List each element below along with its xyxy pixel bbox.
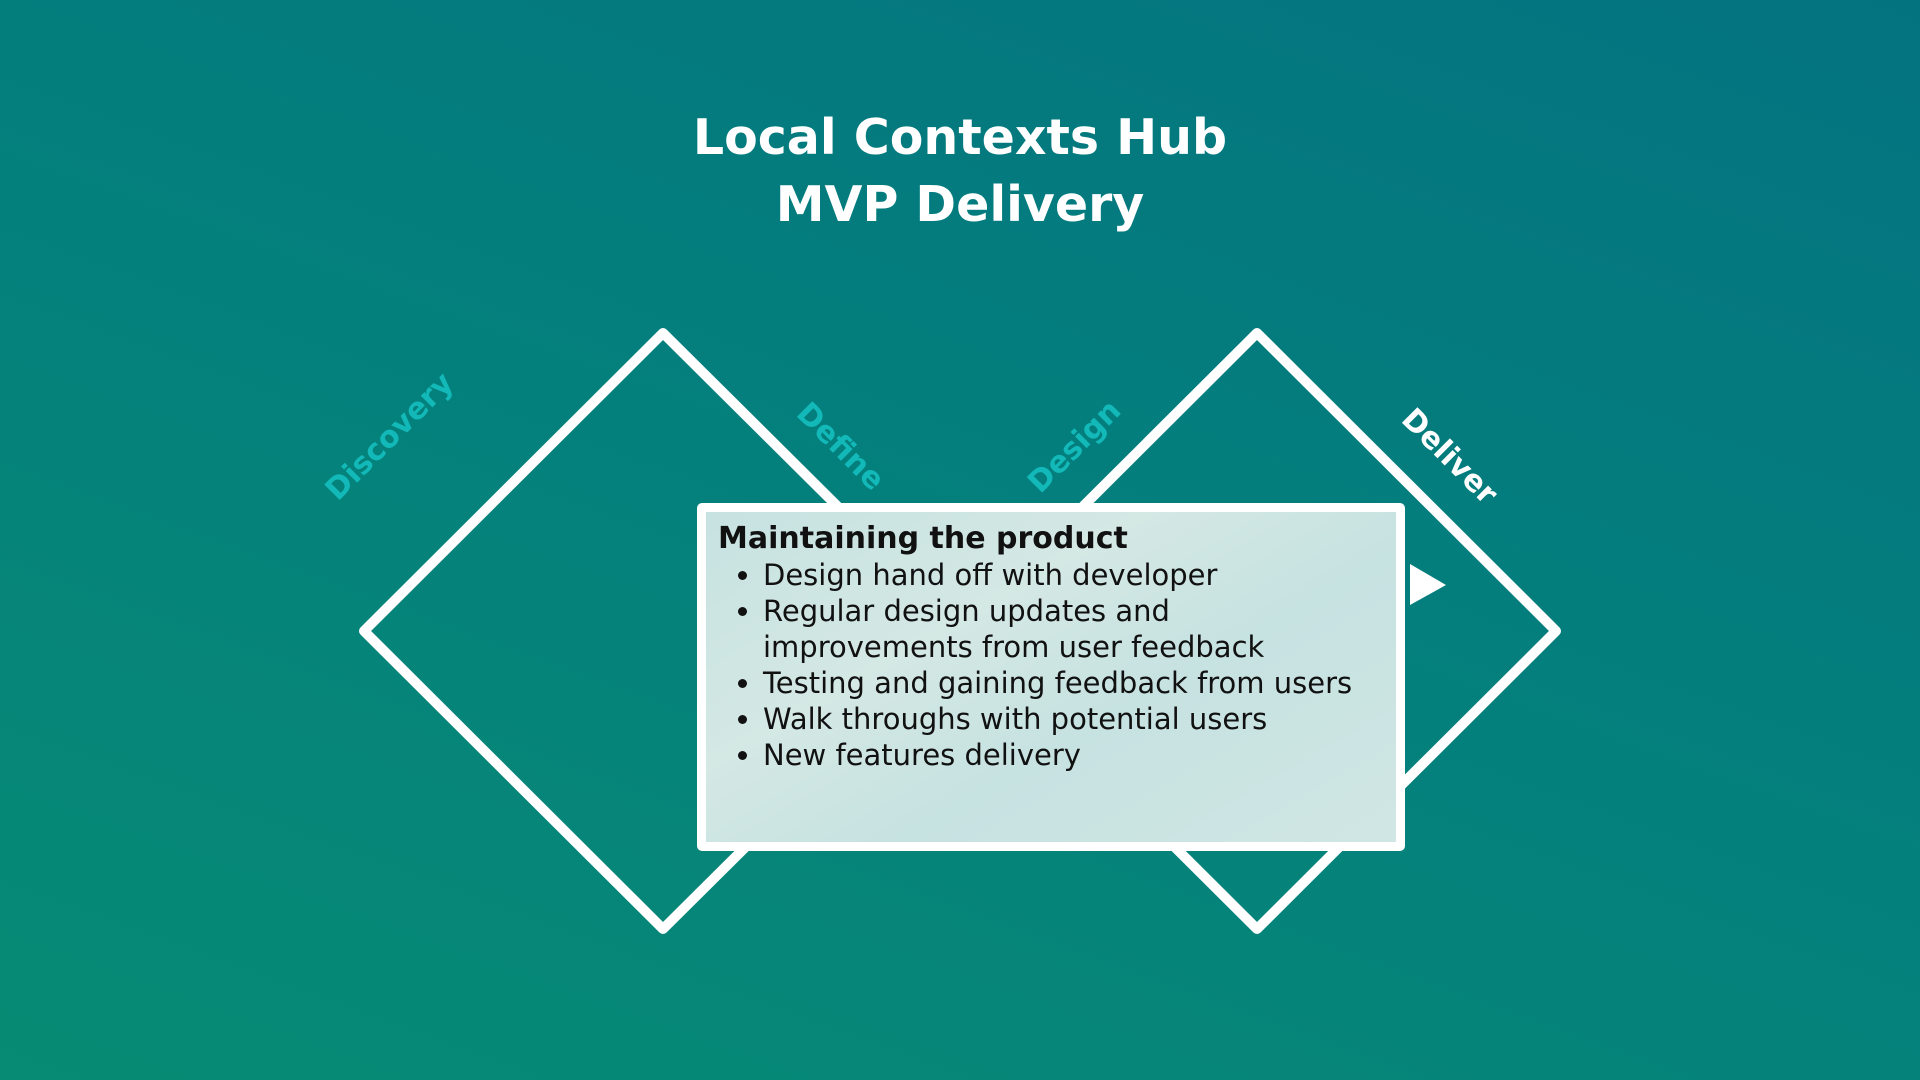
list-item: Design hand off with developer [763,557,1384,593]
list-item: New features delivery [763,737,1384,773]
list-item: Walk throughs with potential users [763,701,1384,737]
page-title: Local Contexts Hub [692,109,1228,166]
info-list: Design hand off with developer Regular d… [718,557,1384,773]
list-item: Regular design updates and improvements … [763,593,1384,665]
list-item: Testing and gaining feedback from users [763,665,1384,701]
info-box: Maintaining the product Design hand off … [697,503,1405,851]
info-heading: Maintaining the product [718,521,1128,556]
page-subtitle: MVP Delivery [775,176,1145,233]
arrow-icon [1410,564,1446,605]
